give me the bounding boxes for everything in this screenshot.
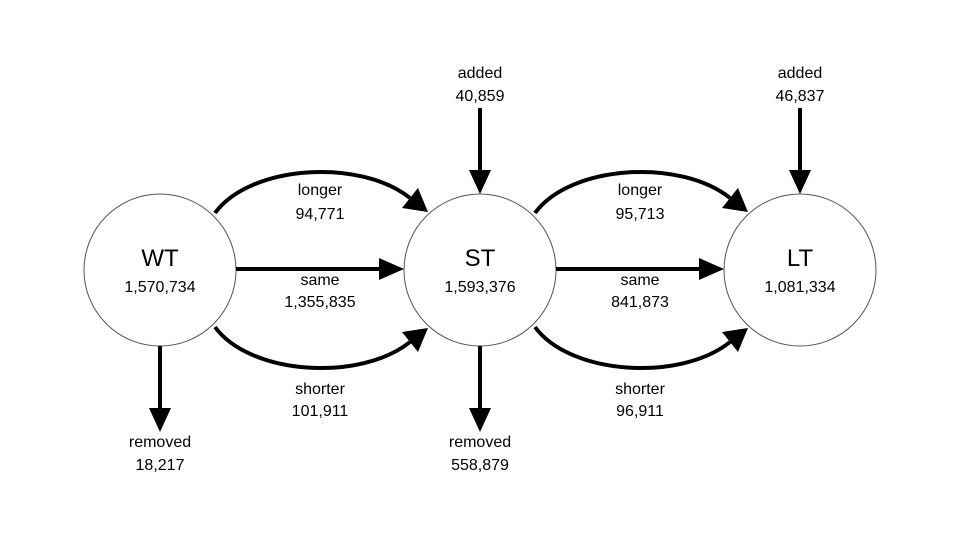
arrow-st-lt-same	[556, 258, 724, 280]
count-added-st: 40,859	[456, 88, 505, 105]
count-st-lt-longer: 95,713	[616, 206, 665, 223]
arrow-wt-st-longer-head	[402, 188, 428, 212]
node-wt: WT 1,570,734	[83, 193, 237, 347]
arrow-st-lt-longer-head	[722, 188, 748, 212]
arrow-wt-st-shorter	[213, 325, 428, 371]
arrow-st-lt-longer	[533, 169, 748, 215]
label-added-st: added	[458, 65, 503, 82]
label-removed-st: removed	[449, 434, 511, 451]
arrow-wt-st-same-head	[379, 258, 404, 280]
arrow-added-st-head	[469, 170, 491, 194]
label-wt-st-shorter: shorter	[295, 381, 345, 398]
label-st-lt-longer: longer	[618, 182, 663, 199]
label-st-lt-shorter: shorter	[615, 381, 665, 398]
count-wt-st-longer: 94,771	[296, 206, 345, 223]
node-st-count: 1,593,376	[444, 279, 515, 296]
count-wt-st-same: 1,355,835	[284, 294, 355, 311]
count-wt-st-shorter: 101,911	[292, 403, 349, 420]
arrow-added-lt-head	[789, 170, 811, 194]
count-removed-st: 558,879	[451, 457, 509, 474]
label-added-lt: added	[778, 65, 823, 82]
node-wt-count: 1,570,734	[124, 279, 195, 296]
label-removed-wt: removed	[129, 434, 191, 451]
count-added-lt: 46,837	[776, 88, 825, 105]
count-st-lt-same: 841,873	[611, 294, 669, 311]
label-st-lt-same: same	[620, 272, 659, 289]
node-wt-name: WT	[141, 245, 179, 272]
label-wt-st-longer: longer	[298, 182, 343, 199]
arrow-wt-st-same	[236, 258, 404, 280]
node-lt-count: 1,081,334	[764, 279, 835, 296]
arrow-wt-st-shorter-head	[402, 328, 428, 352]
arrow-added-st	[469, 108, 491, 194]
arrow-wt-st-shorter-line	[213, 325, 412, 371]
arrow-wt-st-longer	[213, 169, 428, 215]
arrow-st-lt-longer-line	[533, 169, 732, 215]
count-st-lt-shorter: 96,911	[616, 403, 664, 420]
arrow-added-lt	[789, 108, 811, 194]
node-lt: LT 1,081,334	[723, 193, 877, 347]
arrow-st-lt-shorter	[533, 325, 748, 371]
arrow-st-lt-shorter-head	[722, 328, 748, 352]
count-removed-wt: 18,217	[136, 457, 185, 474]
arrow-removed-st	[469, 346, 491, 432]
arrow-wt-st-longer-line	[213, 169, 412, 215]
arrow-removed-st-head	[469, 408, 491, 432]
arrow-st-lt-same-head	[699, 258, 724, 280]
node-st: ST 1,593,376	[403, 193, 557, 347]
node-lt-name: LT	[787, 245, 814, 272]
arrow-removed-wt-head	[149, 408, 171, 432]
label-wt-st-same: same	[300, 272, 339, 289]
arrow-st-lt-shorter-line	[533, 325, 732, 371]
node-st-name: ST	[465, 245, 496, 272]
arrow-removed-wt	[149, 346, 171, 432]
